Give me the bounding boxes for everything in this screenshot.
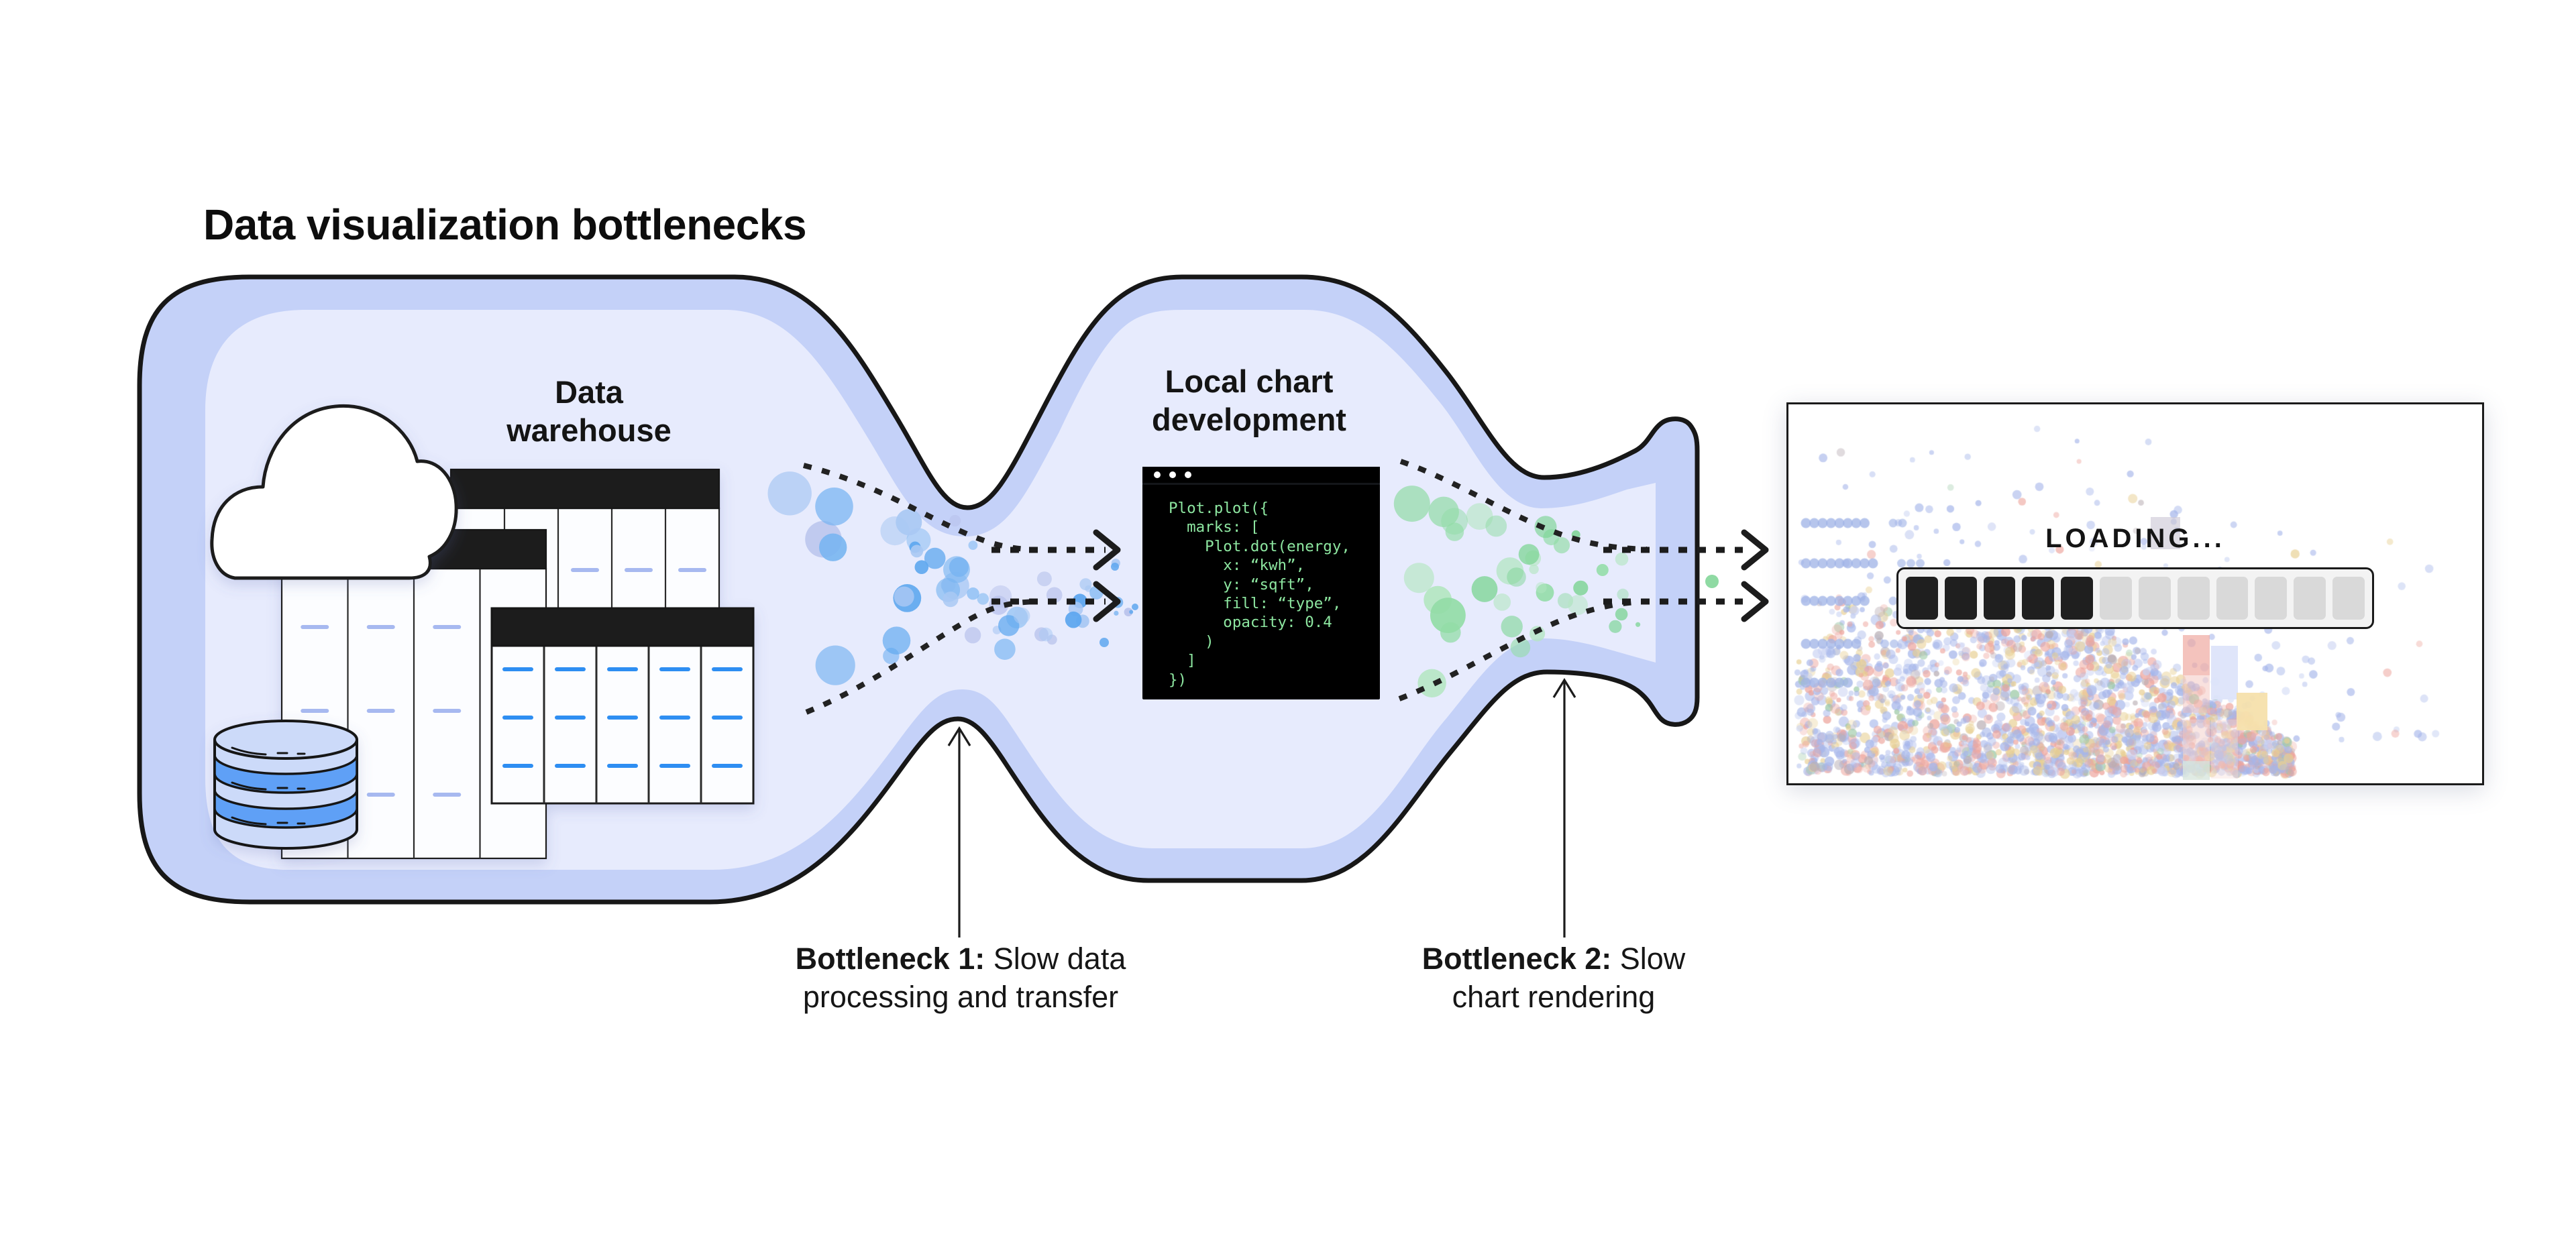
progress-segment-empty [2255, 577, 2288, 620]
table-illustration [490, 607, 755, 805]
arrow-up-icon [1552, 677, 1576, 698]
render-tile [2211, 646, 2238, 699]
render-tile [2183, 761, 2210, 780]
arrow-right-icon [1093, 581, 1121, 622]
render-tile [2151, 517, 2180, 549]
progress-segment-empty [2177, 577, 2210, 620]
bottleneck-pointer-arrows [947, 677, 1576, 938]
figure-title: Data visualization bottlenecks [203, 201, 807, 249]
arrow-right-icon [1093, 529, 1121, 571]
blue-data-particles [767, 471, 1138, 685]
progress-segment-empty [2100, 577, 2132, 620]
cloud-icon [210, 404, 458, 580]
progress-segment-empty [2138, 577, 2171, 620]
progress-bar [1896, 567, 2374, 629]
code-editor-window: Plot.plot({ marks: [ Plot.dot(energy, x:… [1142, 467, 1380, 699]
database-icon [213, 720, 358, 850]
window-control-icon[interactable] [1185, 471, 1191, 478]
render-tile [2183, 635, 2210, 675]
editor-titlebar [1142, 467, 1380, 485]
progress-segment-filled [2061, 577, 2094, 620]
progress-segment-filled [1944, 577, 1977, 620]
loading-text: LOADING... [2045, 524, 2225, 553]
bottleneck-1-note: Bottleneck 1: Slow data processing and t… [795, 942, 1126, 1014]
arrow-right-icon [1741, 581, 1769, 622]
window-control-icon[interactable] [1154, 471, 1161, 478]
progress-segment-empty [2216, 577, 2249, 620]
flow-arrows [991, 529, 1769, 622]
arrow-right-icon [1741, 529, 1769, 571]
progress-segment-filled [1983, 577, 2016, 620]
render-preview-panel: LOADING... [1786, 402, 2484, 785]
progress-segment-empty [2294, 577, 2326, 620]
bottleneck-2-note: Bottleneck 2: Slow chart rendering [1421, 942, 1686, 1014]
progress-segment-filled [1906, 577, 1938, 620]
warehouse-stage-label: Data warehouse [506, 374, 672, 448]
window-control-icon[interactable] [1169, 471, 1176, 478]
plot-code: Plot.plot({ marks: [ Plot.dot(energy, x:… [1169, 500, 1350, 689]
arrow-up-icon [947, 726, 971, 746]
progress-segment-empty [2332, 577, 2365, 620]
render-tile [2237, 693, 2267, 730]
render-tile [2183, 675, 2210, 713]
render-tile [2211, 720, 2238, 779]
render-tile [2183, 720, 2210, 761]
development-stage-label: Local chart development [1152, 363, 1346, 437]
progress-segment-filled [2022, 577, 2055, 620]
